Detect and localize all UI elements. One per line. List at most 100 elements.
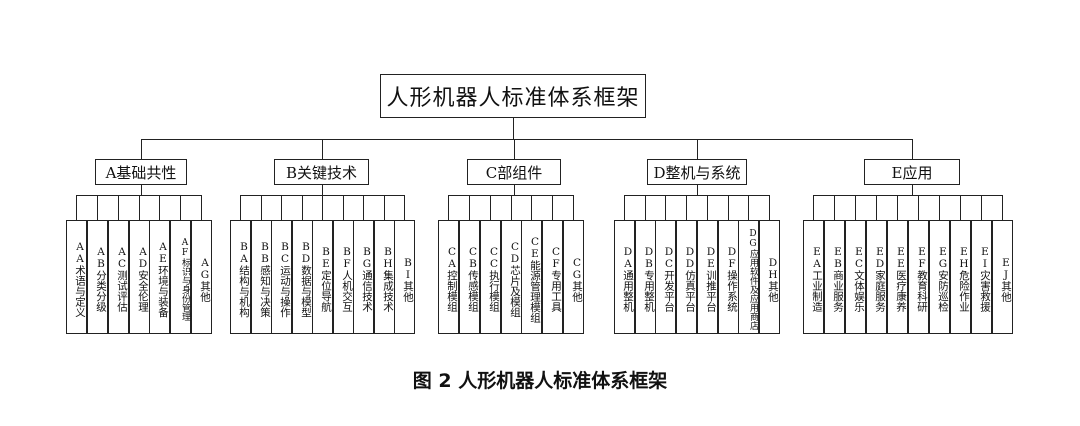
leaf-drop-line [769, 195, 770, 220]
leaf-drop-line [939, 195, 940, 220]
leaf-node: DB专用整机 [635, 220, 656, 334]
leaf-drop-line [665, 195, 666, 220]
leaf-label: AA术语与定义 [74, 240, 86, 318]
leaf-drop-line [645, 195, 646, 220]
leaf-drop-line [281, 195, 282, 220]
leaf-drop-line [322, 195, 323, 220]
leaf-drop-line [552, 195, 553, 220]
leaf-node: AD安全伦理 [129, 220, 150, 334]
leaf-drop-line [404, 195, 405, 220]
leaf-drop-line [384, 195, 385, 220]
leaf-label: DE训推平台 [705, 246, 717, 312]
category-stem-line [321, 185, 323, 195]
leaf-label: EF教育科研 [916, 246, 928, 312]
category-node: C部组件 [467, 159, 561, 185]
leaf-node: EH危险作业 [950, 220, 971, 334]
top-bus-line [141, 139, 913, 140]
leaf-label: EB商业服务 [832, 246, 844, 312]
leaf-node: CC执行模组 [480, 220, 501, 334]
category-stem-line [912, 185, 913, 195]
leaf-drop-line [97, 195, 98, 220]
leaf-drop-line [813, 195, 814, 220]
leaf-drop-line [343, 195, 344, 220]
leaf-label: BG通信技术 [361, 246, 373, 312]
leaf-label: EC文体娱乐 [853, 246, 865, 312]
leaf-node: EE医疗康养 [887, 220, 908, 334]
leaf-drop-line [490, 195, 491, 220]
leaf-node: BH集成技术 [374, 220, 395, 334]
leaf-node: EB商业服务 [824, 220, 845, 334]
leaf-node: DF操作系统 [718, 220, 739, 334]
leaf-label: AC测试评估 [116, 246, 128, 312]
leaf-drop-line [981, 195, 982, 220]
leaf-drop-line [118, 195, 119, 220]
leaf-node: BG通信技术 [353, 220, 374, 334]
leaf-drop-line [448, 195, 449, 220]
figure-caption: 图 2 人形机器人标准体系框架 [412, 370, 668, 392]
leaf-node: AC测试评估 [108, 220, 129, 334]
leaf-bus-line [813, 195, 1003, 196]
leaf-label: EE医疗康养 [895, 246, 907, 312]
leaf-node: EC文体娱乐 [845, 220, 866, 334]
leaf-label: AG其他 [199, 256, 211, 302]
leaf-label: ED家庭服务 [874, 246, 886, 312]
leaf-drop-line [918, 195, 919, 220]
leaf-node: DG应用软件及应用商店 [738, 220, 759, 334]
leaf-label: DA通用整机 [622, 246, 634, 312]
category-stem-line [141, 185, 142, 195]
leaf-label: BD数据与模型 [300, 240, 312, 318]
leaf-label: DB专用整机 [643, 246, 655, 312]
leaf-drop-line [855, 195, 856, 220]
category-stem-line [697, 185, 698, 195]
leaf-node: CA控制模组 [438, 220, 459, 334]
leaf-node: BI其他 [394, 220, 415, 334]
leaf-label: AD安全伦理 [137, 246, 149, 312]
leaf-drop-line [261, 195, 262, 220]
leaf-label: EA工业制造 [811, 246, 823, 312]
root-stem-line [513, 118, 514, 139]
leaf-node: EJ其他 [992, 220, 1013, 334]
leaf-label: EG安防巡检 [937, 246, 949, 312]
leaf-label: BC运动与操作 [279, 240, 291, 318]
leaf-drop-line [180, 195, 181, 220]
leaf-drop-line [201, 195, 202, 220]
leaf-node: DC开发平台 [655, 220, 676, 334]
leaf-label: EH危险作业 [958, 246, 970, 312]
leaf-drop-line [728, 195, 729, 220]
leaf-node: CE能源管理模组 [521, 220, 542, 334]
leaf-node: AG其他 [191, 220, 212, 334]
leaf-bus-line [624, 195, 770, 196]
category-stem-line [514, 185, 515, 195]
leaf-drop-line [159, 195, 160, 220]
leaf-label: DG应用软件及应用商店 [748, 228, 758, 330]
leaf-label: CF专用工具 [550, 246, 562, 312]
leaf-node: BD数据与模型 [292, 220, 313, 334]
leaf-label: CE能源管理模组 [529, 235, 541, 323]
leaf-drop-line [748, 195, 749, 220]
leaf-node: CG其他 [563, 220, 584, 334]
leaf-drop-line [363, 195, 364, 220]
leaf-label: EJ其他 [1000, 256, 1012, 302]
root-node: 人形机器人标准体系框架 [380, 74, 646, 118]
leaf-drop-line [573, 195, 574, 220]
leaf-label: AE环境与装备 [157, 240, 169, 318]
leaf-node: BB感知与决策 [251, 220, 272, 334]
leaf-node: BA结构与机构 [230, 220, 251, 334]
leaf-drop-line [960, 195, 961, 220]
leaf-node: DD仿真平台 [676, 220, 697, 334]
leaf-drop-line [302, 195, 303, 220]
leaf-node: BC运动与操作 [271, 220, 292, 334]
leaf-drop-line [240, 195, 241, 220]
leaf-label: DF操作系统 [726, 246, 738, 312]
leaf-label: BH集成技术 [382, 246, 394, 312]
leaf-node: DE训推平台 [697, 220, 718, 334]
leaf-label: EI灾害救援 [979, 246, 991, 312]
leaf-node: EF教育科研 [908, 220, 929, 334]
leaf-drop-line [834, 195, 835, 220]
leaf-label: BE定位导航 [320, 246, 332, 312]
leaf-label: DH其他 [767, 256, 779, 302]
leaf-node: CB传感模组 [459, 220, 480, 334]
leaf-drop-line [76, 195, 77, 220]
leaf-label: BF人机交互 [341, 246, 353, 312]
